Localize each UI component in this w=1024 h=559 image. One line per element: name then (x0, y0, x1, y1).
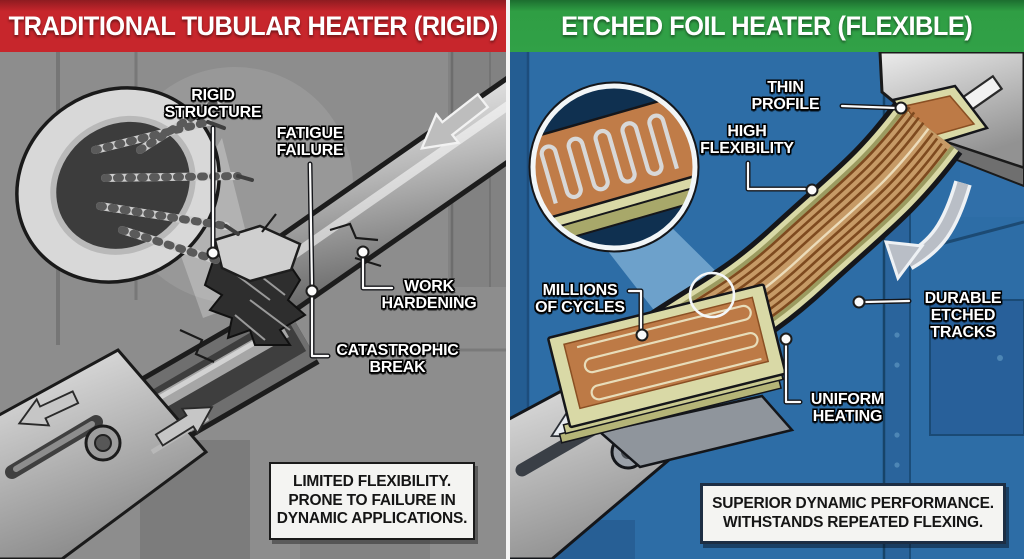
heater-wires (91, 93, 254, 264)
tube-cross-section (15, 86, 254, 284)
label-thin-profile: THIN PROFILE (751, 79, 820, 113)
label-work-hardening: WORK HARDENING (381, 278, 477, 312)
magnifier-icon (528, 81, 700, 253)
flex-curve-arrow-icon (883, 180, 972, 282)
etched-foil-illustration (510, 52, 1024, 559)
motion-arrow-icon (150, 394, 221, 455)
left-summary-box: LIMITED FLEXIBILITY. PRONE TO FAILURE IN… (269, 462, 475, 540)
label-durable-etched-tracks: DURABLE ETCHED TRACKS (924, 290, 1002, 341)
right-leader-lines (626, 101, 912, 405)
label-rigid-structure: RIGID STRUCTURE (164, 87, 262, 121)
inspection-circle (688, 271, 736, 319)
label-uniform-heating: UNIFORM HEATING (810, 391, 885, 425)
foil-panel (547, 283, 795, 469)
left-panel-header: TRADITIONAL TUBULAR HEATER (RIGID) (0, 0, 506, 52)
right-summary-box: SUPERIOR DYNAMIC PERFORMANCE. WITHSTANDS… (700, 483, 1006, 544)
label-millions-of-cycles: MILLIONS OF CYCLES (535, 282, 625, 316)
panel-divider (506, 0, 510, 559)
label-catastrophic-break: CATASTROPHIC BREAK (336, 342, 459, 376)
label-fatigue-failure: FATIGUE FAILURE (276, 125, 344, 159)
label-high-flexibility: HIGH FLEXIBILITY (700, 123, 794, 157)
left-panel-title: TRADITIONAL TUBULAR HEATER (RIGID) (8, 10, 498, 41)
right-panel-header: ETCHED FOIL HEATER (FLEXIBLE) (510, 0, 1024, 52)
left-leader-lines (206, 125, 395, 359)
right-panel-title: ETCHED FOIL HEATER (FLEXIBLE) (561, 10, 973, 41)
